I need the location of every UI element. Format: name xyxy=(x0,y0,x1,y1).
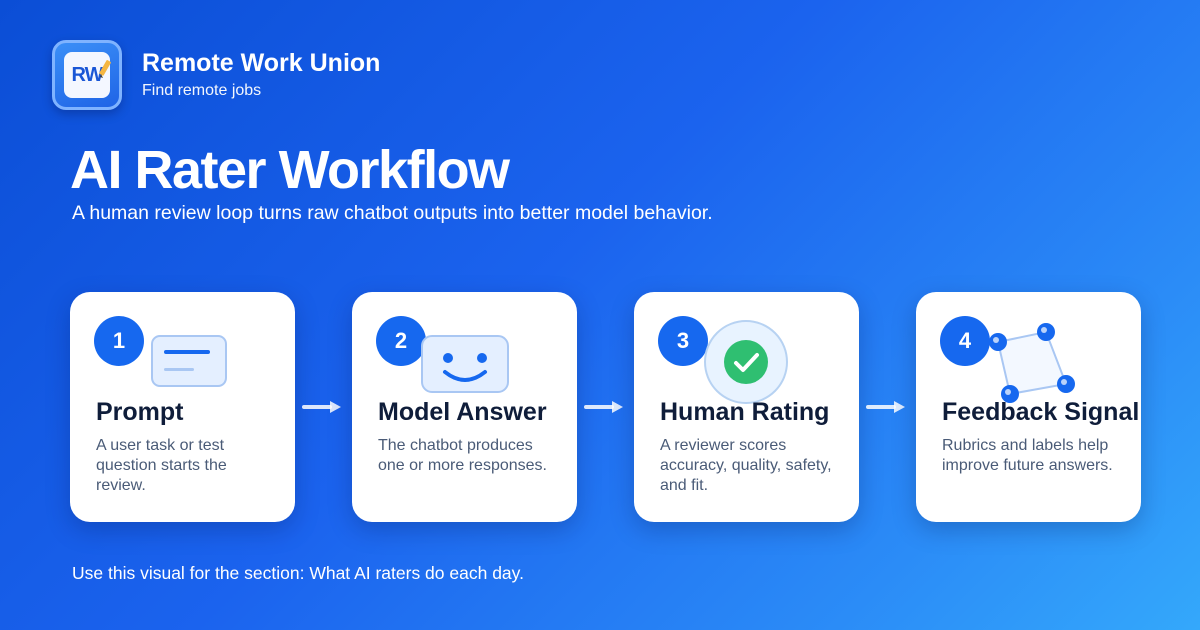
checkmark-icon xyxy=(704,320,788,404)
arrow-right-icon xyxy=(302,401,341,413)
brand-name: Remote Work Union xyxy=(142,49,381,77)
step-card-model-answer: 2 Model Answer The chatbot produces one … xyxy=(352,292,577,522)
smiley-bot-icon xyxy=(421,335,509,393)
step-title: Feedback Signal xyxy=(942,398,1140,426)
step-description: Rubrics and labels help improve future a… xyxy=(942,437,1113,474)
pencil-icon xyxy=(99,60,111,78)
step-title: Human Rating xyxy=(660,398,830,426)
brand-tagline: Find remote jobs xyxy=(142,82,262,99)
step-number: 1 xyxy=(94,316,144,366)
step-title: Model Answer xyxy=(378,398,547,426)
step-number: 3 xyxy=(658,316,708,366)
step-card-feedback-signal: 4 Feedback Signal Rubrics and labels hel… xyxy=(916,292,1141,522)
step-description: The chatbot produces one or more respons… xyxy=(378,437,547,474)
step-card-human-rating: 3 Human Rating A reviewer scores accurac… xyxy=(634,292,859,522)
logo-text: RW xyxy=(71,63,104,86)
page-subtitle: A human review loop turns raw chatbot ou… xyxy=(72,202,713,224)
step-title: Prompt xyxy=(96,398,184,426)
step-number: 4 xyxy=(940,316,990,366)
page-title: AI Rater Workflow xyxy=(70,140,510,200)
node-graph-icon xyxy=(989,323,1075,403)
message-card-icon xyxy=(151,335,227,387)
brand-header: RW Remote Work Union Find remote jobs xyxy=(52,40,380,110)
brand-logo: RW xyxy=(52,40,122,110)
logo-document-icon: RW xyxy=(64,52,111,98)
step-card-prompt: 1 Prompt A user task or test question st… xyxy=(70,292,295,522)
arrow-right-icon xyxy=(866,401,905,413)
step-number: 2 xyxy=(376,316,426,366)
arrow-right-icon xyxy=(584,401,623,413)
step-description: A reviewer scores accuracy, quality, saf… xyxy=(660,437,832,494)
step-description: A user task or test question starts the … xyxy=(96,437,227,494)
footer-note: Use this visual for the section: What AI… xyxy=(72,563,524,583)
